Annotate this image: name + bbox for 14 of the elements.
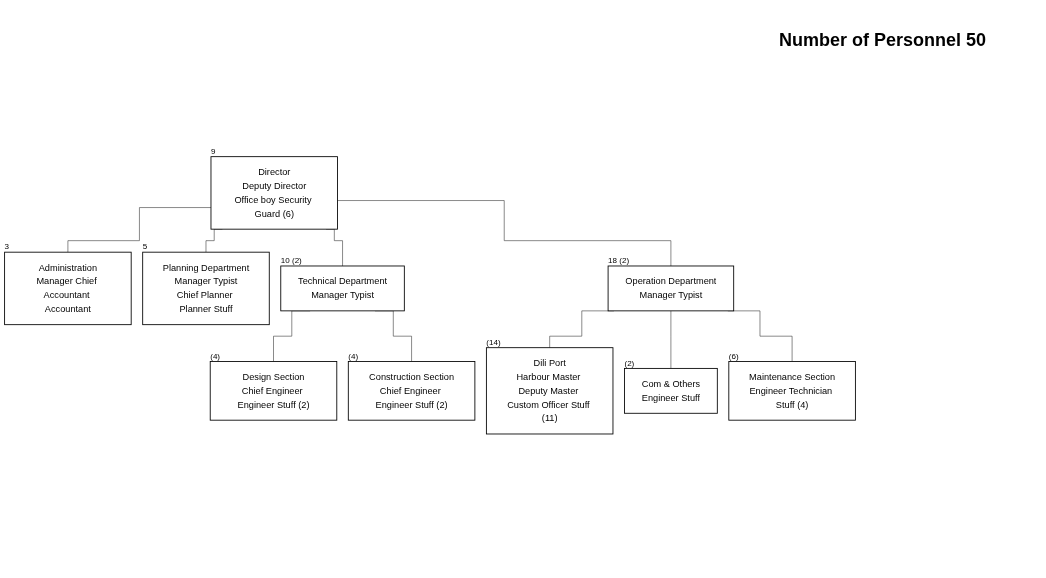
- connector: [337, 200, 672, 267]
- node-box: Operation Department Manager Typist: [607, 265, 735, 312]
- node-box: Construction Section Chief Engineer Engineer Stuff (2): [347, 361, 476, 421]
- node-box: Com & Others Engineer Stuff: [624, 367, 718, 414]
- node-box: Design Section Chief Engineer Engineer Stuff (2): [209, 361, 338, 421]
- node-box: Maintenance Section Engineer Technician Stuff (4): [728, 361, 856, 421]
- connector: [670, 310, 672, 369]
- node-box: Planning Department Manager Typist Chief Planner Planner Stuff: [142, 251, 270, 326]
- node-box: Director Deputy Director Office boy Security Guard (6): [210, 156, 338, 230]
- node-box: Technical Department Manager Typist: [280, 265, 405, 312]
- connector: [67, 207, 212, 253]
- title: Number of Personnel 50: [778, 30, 986, 51]
- node-box: Dili Port Harbour Master Deputy Master Custom Officer Stuff (11): [485, 347, 614, 435]
- node-box: Administration Manager Chief Accountant Accountant: [4, 251, 132, 326]
